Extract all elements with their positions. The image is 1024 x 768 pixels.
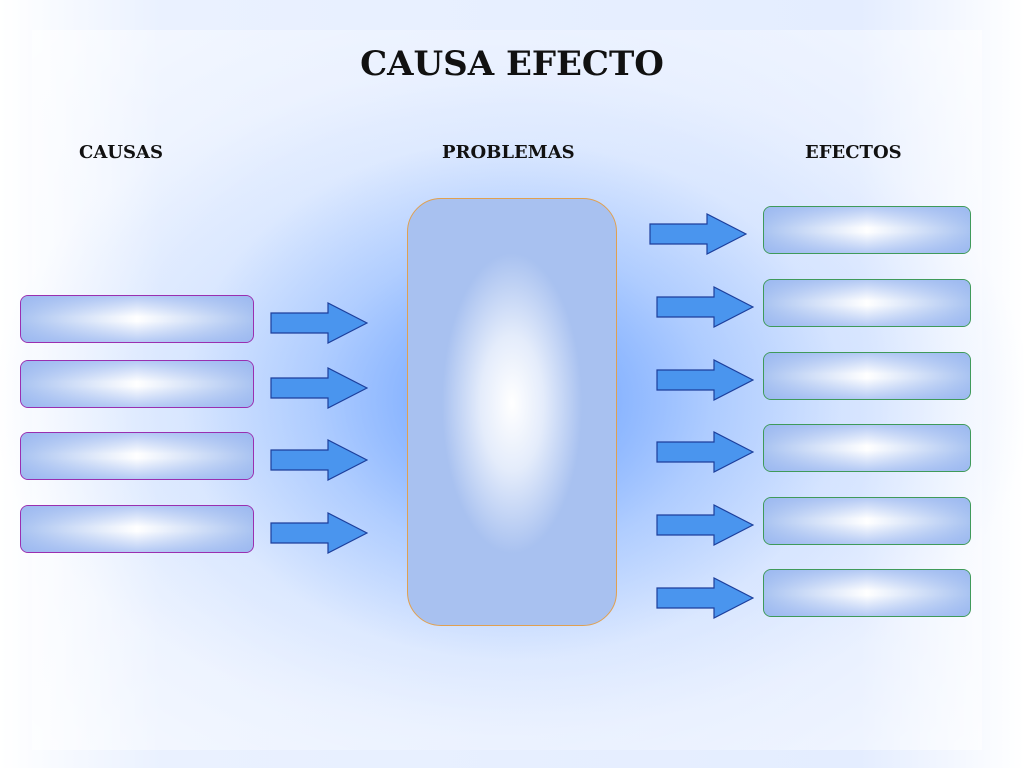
effect-arrow-5 <box>656 504 754 546</box>
effect-arrow-6 <box>656 577 754 619</box>
effect-box-4 <box>763 424 971 472</box>
effect-box-2 <box>763 279 971 327</box>
cause-arrow-1 <box>270 302 368 344</box>
effect-box-5 <box>763 497 971 545</box>
effect-box-6 <box>763 569 971 617</box>
diagram-title: CAUSA EFECTO <box>360 44 664 84</box>
cause-box-3 <box>20 432 254 480</box>
cause-box-1 <box>20 295 254 343</box>
cause-box-4 <box>20 505 254 553</box>
cause-arrow-4 <box>270 512 368 554</box>
cause-arrow-3 <box>270 439 368 481</box>
effect-box-1 <box>763 206 971 254</box>
effects-header: EFECTOS <box>805 142 902 163</box>
effect-arrow-2 <box>656 286 754 328</box>
effect-box-3 <box>763 352 971 400</box>
problems-header: PROBLEMAS <box>442 142 575 163</box>
effect-arrow-4 <box>656 431 754 473</box>
effect-arrow-1 <box>649 213 747 255</box>
causes-header: CAUSAS <box>79 142 163 163</box>
cause-arrow-2 <box>270 367 368 409</box>
effect-arrow-3 <box>656 359 754 401</box>
cause-box-2 <box>20 360 254 408</box>
problem-box <box>407 198 617 626</box>
